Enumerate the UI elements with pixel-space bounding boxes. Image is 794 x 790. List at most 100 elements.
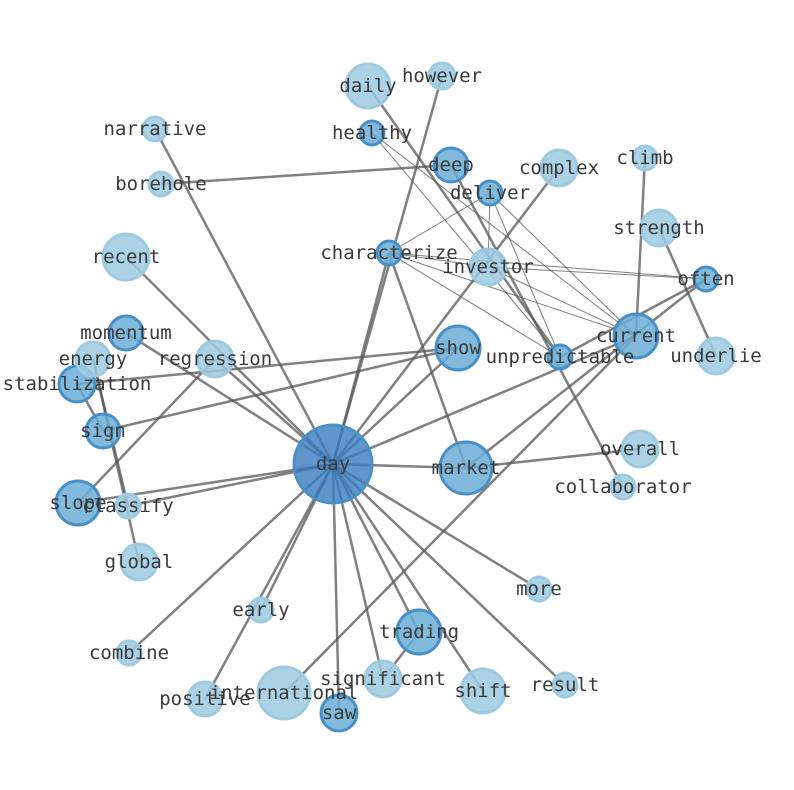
node-label-unpredictable: unpredictable (486, 346, 635, 368)
node-label-collaborator: collaborator (554, 476, 691, 498)
node-global[interactable] (119, 542, 159, 582)
edge-day-result (332, 463, 566, 686)
node-momentum[interactable] (107, 314, 145, 352)
node-label-energy: energy (59, 348, 128, 370)
edge-characterize-current (388, 252, 637, 337)
node-recent[interactable] (101, 232, 151, 282)
node-label-recent: recent (92, 246, 161, 268)
edge-healthy-unpredictable (371, 132, 561, 358)
node-daily[interactable] (344, 62, 392, 110)
node-trading[interactable] (395, 608, 443, 656)
edge-show-sign (102, 346, 459, 433)
node-label-underlie: underlie (670, 345, 762, 367)
node-label-investor: investor (442, 256, 534, 278)
node-layer (54, 61, 736, 733)
node-label-international: international (210, 682, 359, 704)
edge-daily-unpredictable (366, 85, 562, 358)
edge-often-market (465, 278, 707, 469)
node-label-show: show (435, 337, 481, 359)
node-label-more: more (516, 578, 562, 600)
edge-day-combine (128, 463, 334, 654)
node-label-narrative: narrative (104, 118, 207, 140)
edge-characterize-market (387, 252, 468, 469)
edge-energy-global (91, 358, 141, 563)
edge-borehole-deep (160, 163, 452, 186)
node-collaborator[interactable] (609, 473, 637, 501)
node-label-deep: deep (428, 154, 474, 176)
node-however[interactable] (427, 61, 457, 91)
node-sign[interactable] (84, 412, 122, 450)
node-climb[interactable] (631, 144, 659, 172)
node-classify[interactable] (114, 492, 142, 520)
edge-characterize-often (388, 252, 707, 280)
node-label-current: current (596, 325, 676, 347)
node-deliver[interactable] (476, 179, 504, 207)
node-strength[interactable] (639, 208, 679, 248)
node-international[interactable] (256, 665, 312, 721)
node-label-characterize: characterize (320, 242, 457, 264)
edge-climb-current (634, 157, 647, 337)
edge-day-current (332, 334, 637, 466)
node-borehole[interactable] (147, 170, 175, 198)
edge-current-international (283, 335, 637, 694)
node-label-result: result (531, 674, 600, 696)
edge-deliver-unpredictable (489, 192, 561, 358)
node-label-however: however (402, 65, 482, 87)
edge-deliver-current (489, 192, 637, 337)
node-result[interactable] (551, 671, 579, 699)
edge-investor-current (487, 266, 637, 337)
node-label-stabilization: stabilization (3, 373, 152, 395)
node-label-combine: combine (89, 642, 169, 664)
node-label-borehole: borehole (115, 173, 207, 195)
node-healthy[interactable] (358, 119, 386, 147)
node-label-classify: classify (82, 495, 174, 517)
node-energy[interactable] (74, 340, 112, 378)
node-label-strength: strength (613, 217, 705, 239)
node-significant[interactable] (363, 659, 403, 699)
node-underlie[interactable] (696, 336, 736, 376)
node-current[interactable] (612, 312, 660, 360)
node-label-sign: sign (80, 420, 126, 442)
node-label-regression: regression (158, 348, 272, 370)
edge-characterize-unpredictable (388, 252, 561, 358)
edge-characterize-deliver (388, 192, 491, 254)
node-positive[interactable] (186, 680, 224, 718)
node-label-saw: saw (322, 702, 357, 724)
node-investor[interactable] (468, 247, 508, 287)
node-label-shift: shift (454, 680, 511, 702)
node-complex[interactable] (539, 148, 579, 188)
node-early[interactable] (247, 596, 275, 624)
node-narrative[interactable] (141, 115, 169, 143)
node-shift[interactable] (459, 667, 507, 715)
node-day[interactable] (292, 423, 374, 505)
node-label-overall: overall (600, 438, 680, 460)
edge-show-stabilization (76, 346, 459, 386)
node-combine[interactable] (115, 639, 143, 667)
node-unpredictable[interactable] (546, 343, 574, 371)
node-label-often: often (677, 268, 734, 290)
node-label-deliver: deliver (450, 182, 530, 204)
node-slope[interactable] (54, 479, 102, 527)
node-deep[interactable] (432, 146, 470, 184)
node-regression[interactable] (195, 339, 235, 379)
node-more[interactable] (525, 575, 553, 603)
node-often[interactable] (692, 265, 720, 293)
node-label-day: day (316, 453, 350, 475)
node-label-market: market (432, 457, 501, 479)
node-show[interactable] (434, 324, 482, 372)
edge-day-shift (331, 463, 485, 692)
node-label-positive: positive (159, 688, 251, 710)
node-label-healthy: healthy (332, 122, 412, 144)
node-label-early: early (232, 599, 289, 621)
edge-regression-slope (77, 358, 216, 504)
node-label-daily: daily (339, 75, 396, 97)
edge-investor-often (487, 266, 707, 280)
edge-day-momentum (125, 331, 334, 466)
node-saw[interactable] (319, 693, 359, 733)
node-label-momentum: momentum (80, 322, 172, 344)
node-market[interactable] (438, 440, 494, 496)
edge-day-complex (332, 167, 560, 465)
node-overall[interactable] (620, 429, 660, 469)
node-characterize[interactable] (375, 239, 403, 267)
